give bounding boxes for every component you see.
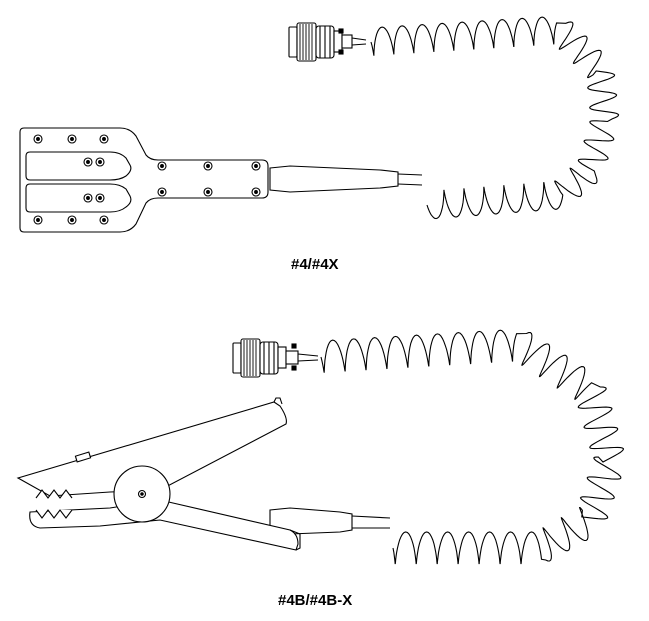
coiled-cable-top: [370, 16, 620, 220]
assembly-label-clamp: #4B/#4B-X: [278, 592, 353, 609]
circular-connector-top: [288, 22, 367, 62]
flat-paddle-probe: [19, 127, 269, 233]
cable-sleeve-top: [269, 165, 399, 193]
paddle-screws: [33, 134, 261, 225]
coiled-cable-bottom: [320, 329, 624, 565]
clamp-cable-assembly: [16, 329, 624, 565]
paddle-cable-assembly: [19, 16, 620, 233]
assembly-label-paddle: #4/#4X: [291, 256, 339, 273]
spring-clamp: [16, 397, 301, 551]
circular-connector-bottom: [232, 338, 319, 378]
